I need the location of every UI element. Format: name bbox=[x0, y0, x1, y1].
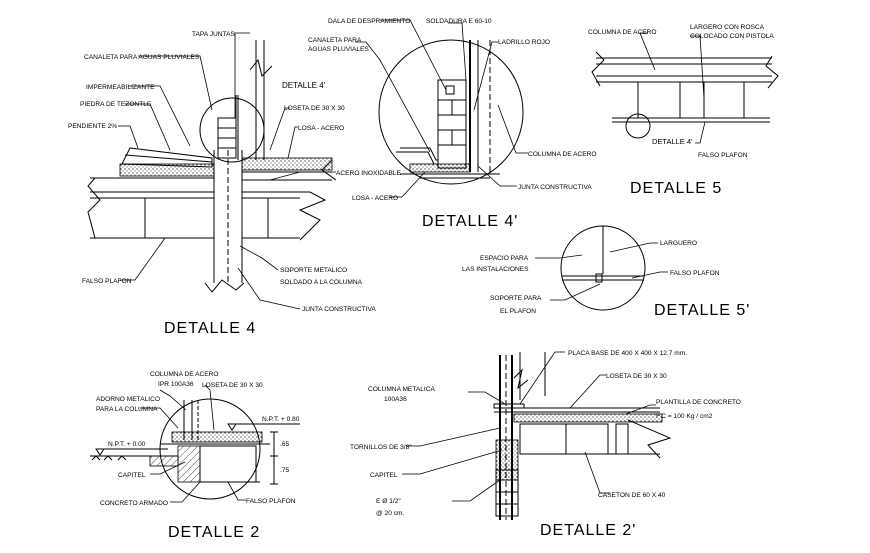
d2p-title: DETALLE 2' bbox=[540, 522, 636, 539]
d2-adorno-2: PARA LA COLUMNA bbox=[96, 406, 158, 413]
d5-larguero-1: LARGERO CON ROSCA bbox=[690, 24, 765, 31]
d2-npt-low: N.P.T. + 0.00 bbox=[108, 441, 146, 448]
d4-impermeabilizante: IMPERMEABILIZANTE bbox=[86, 84, 155, 91]
d4-title: DETALLE 4 bbox=[164, 320, 256, 337]
d2-capitel: CAPITEL bbox=[118, 472, 146, 479]
detalle-4p-group: DALA DE DESPRAMIENTO SOLDADURA E 60-10 C… bbox=[308, 18, 597, 230]
d2p-tornillos: TORNILLOS DE 3/8" bbox=[350, 444, 412, 451]
d5p-soporte-2: EL PLAFON bbox=[500, 308, 536, 315]
d5p-falso-plafon: FALSO PLAFON bbox=[670, 270, 720, 277]
d4p-columna: COLUMNA DE ACERO bbox=[528, 151, 597, 158]
d5p-espacio-1: ESPACIO PARA bbox=[480, 255, 529, 262]
d4-tapa-juntas: TAPA JUNTAS bbox=[192, 31, 235, 38]
d2-adorno-1: ADORNO METALICO bbox=[96, 396, 160, 403]
d4p-title: DETALLE 4' bbox=[422, 213, 518, 230]
d2-title: DETALLE 2 bbox=[168, 524, 260, 541]
d4p-canaleta-2: AGUAS PLUVIALES bbox=[308, 46, 369, 53]
d4-falso-plafon: FALSO PLAFON bbox=[82, 278, 132, 285]
d4p-losa: LOSA - ACERO bbox=[352, 195, 398, 202]
d2p-columna-1: COLUMNA METALICA bbox=[368, 386, 436, 393]
d2-loseta: LOSETA DE 30 X 30 bbox=[202, 382, 263, 389]
d4-detalle-ref: DETALLE 4' bbox=[282, 81, 326, 90]
d4p-soldadura: SOLDADURA E 60-10 bbox=[426, 18, 492, 25]
d2p-placa: PLACA BASE DE 400 X 400 X 12.7 mm. bbox=[568, 350, 687, 357]
d2-columna-1: COLUMNA DE ACERO bbox=[150, 371, 219, 378]
d2p-e1: E Ø 1/2" bbox=[376, 498, 401, 505]
d4-losa: LOSA - ACERO bbox=[298, 125, 344, 132]
d5-detalle-ref: DETALLE 4' bbox=[652, 137, 693, 146]
d2-dim-65: .65 bbox=[280, 441, 289, 448]
d4p-ladrillo: LADRILLO ROJO bbox=[498, 39, 550, 46]
d4-junta: JUNTA CONSTRUCTIVA bbox=[302, 306, 376, 313]
d2p-caseton: CASETON DE 60 X 40 bbox=[598, 492, 666, 499]
d4-soporte-2: SOLDADO A LA COLUMNA bbox=[280, 279, 363, 286]
d4p-junta: JUNTA CONSTRUCTIVA bbox=[518, 184, 592, 191]
d5p-larguero: LARGUERO bbox=[660, 240, 697, 247]
detalle-5-group: COLUMNA DE ACERO LARGERO CON ROSCA COLOC… bbox=[588, 24, 779, 197]
d4-canaleta: CANALETA PARA AGUAS PLUVIALES bbox=[84, 54, 200, 61]
d4-soporte-1: SOPORTE METALICO bbox=[280, 267, 347, 274]
d4-acero-inox: ACERO INOXIDABLE bbox=[336, 170, 401, 177]
d5p-title: DETALLE 5' bbox=[654, 302, 750, 319]
detalle-5p-group: ESPACIO PARA LAS INSTALACIONES LARGUERO … bbox=[462, 225, 750, 319]
d2-dim-75: .75 bbox=[280, 467, 289, 474]
d2-columna-2: IPR 100A36 bbox=[158, 381, 194, 388]
d2p-loseta: LOSETA DE 30 X 30 bbox=[606, 373, 667, 380]
d5-falso-plafon: FALSO PLAFON bbox=[698, 152, 748, 159]
d2p-capitel: CAPITEL bbox=[370, 472, 398, 479]
d4-pendiente: PENDIENTE 2% bbox=[68, 123, 117, 130]
d2-falso-plafon: FALSO PLAFON bbox=[246, 498, 296, 505]
d2p-columna-2: 100A36 bbox=[384, 396, 407, 403]
detalle-2p-group: PLACA BASE DE 400 X 400 X 12.7 mm. COLUM… bbox=[350, 350, 741, 539]
d2p-fc: F'C = 100 Kg / cm2 bbox=[656, 413, 713, 420]
d5p-soporte-1: SOPORTE PARA bbox=[490, 295, 542, 302]
d5p-espacio-2: LAS INSTALACIONES bbox=[462, 266, 529, 273]
d4-piedra: PIEDRA DE TEZONTLE bbox=[80, 101, 152, 108]
d4p-canaleta-1: CANALETA PARA bbox=[308, 37, 362, 44]
d2-concreto: CONCRETO ARMADO bbox=[100, 500, 168, 507]
d4p-dala: DALA DE DESPRAMIENTO bbox=[328, 18, 410, 25]
detalle-2-group: COLUMNA DE ACERO IPR 100A36 ADORNO METAL… bbox=[90, 371, 300, 541]
d2p-e2: @ 20 cm. bbox=[376, 510, 404, 517]
d5-larguero-2: COLOCADO CON PISTOLA bbox=[690, 33, 774, 40]
d4-loseta: LOSETA DE 30 X 30 bbox=[284, 105, 345, 112]
d5-columna: COLUMNA DE ACERO bbox=[588, 29, 657, 36]
d5-title: DETALLE 5 bbox=[630, 180, 722, 197]
d2p-plantilla: PLANTILLA DE CONCRETO bbox=[656, 399, 741, 406]
detalle-4-group: TAPA JUNTAS CANALETA PARA AGUAS PLUVIALE… bbox=[68, 31, 401, 337]
d2-npt-high: N.P.T. + 0.80 bbox=[262, 416, 300, 423]
